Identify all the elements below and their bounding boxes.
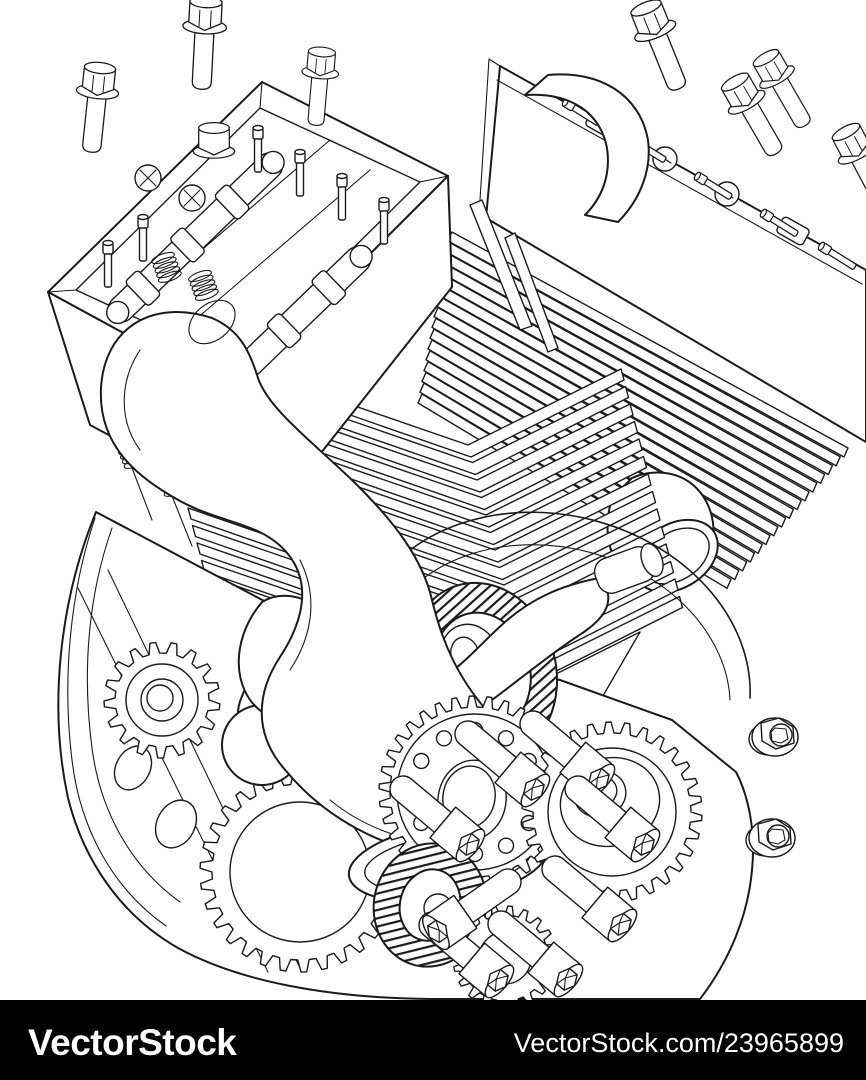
image-reference-text: VectorStock.com/23965899 [513, 1027, 844, 1058]
left-spur-gear-bore [140, 678, 184, 722]
vectorstock-logo: VectorStock [28, 1022, 237, 1063]
engine-illustration [47, 0, 866, 1000]
flange-nuts [745, 717, 799, 858]
watermark-bar: VectorStock VectorStock.com/23965899 [0, 1000, 866, 1080]
head-casting-curve [524, 73, 650, 223]
right-head-plate [479, 58, 866, 443]
valve-springs [114, 249, 221, 547]
pushrod-tubes [469, 199, 559, 353]
flywheel-arc [367, 511, 751, 701]
